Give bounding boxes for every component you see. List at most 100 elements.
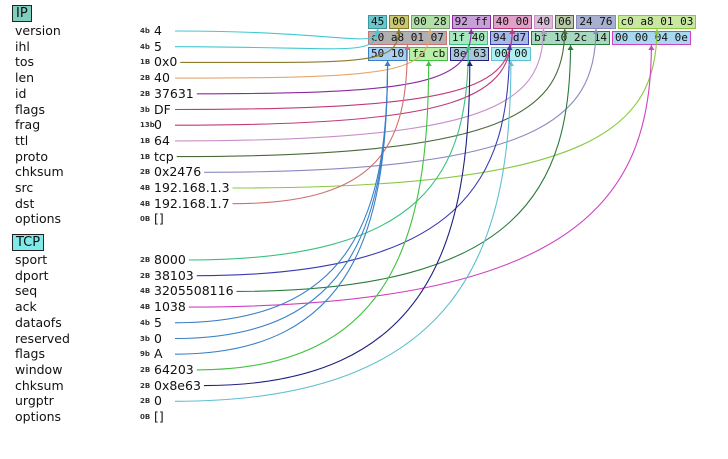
hex-byte-group[interactable]: c0 a8 01 03 xyxy=(617,15,697,29)
field-value: 4 xyxy=(154,23,162,38)
field-value: 64203 xyxy=(154,361,194,377)
field-name: proto xyxy=(15,148,48,164)
field-size: 1B xyxy=(140,152,151,161)
hex-byte-group[interactable]: 40 00 xyxy=(492,15,532,29)
field-name: seq xyxy=(15,283,38,299)
link-arrow-icon xyxy=(507,61,514,66)
field-value: 8000 xyxy=(154,252,186,267)
field-name: chksum xyxy=(15,164,64,180)
field-name: version xyxy=(15,23,61,38)
field-name: options xyxy=(15,409,62,424)
field-name: ack xyxy=(15,299,37,315)
field-size: 3b xyxy=(140,334,150,343)
link-arrow-icon xyxy=(427,29,434,34)
hex-byte-group[interactable]: 06 xyxy=(555,15,575,29)
field-link-line xyxy=(236,44,572,292)
field-value: 40 xyxy=(154,70,170,86)
field-link-line xyxy=(203,60,471,387)
field-link-line xyxy=(174,28,431,79)
field-name: ttl xyxy=(15,132,29,148)
field-name: chksum xyxy=(15,377,64,393)
field-name: flags xyxy=(15,346,45,362)
hex-byte-group[interactable]: c0 a8 01 07 xyxy=(368,31,447,45)
field-size: 4B xyxy=(140,184,151,192)
field-value: 5 xyxy=(154,38,162,54)
field-value: 64 xyxy=(154,132,170,148)
field-name: src xyxy=(15,180,34,195)
field-name: options xyxy=(15,211,62,227)
hex-byte-group[interactable]: 50 10 xyxy=(368,47,408,61)
hex-byte-group[interactable]: 94 d7 xyxy=(489,31,530,45)
field-name: frag xyxy=(15,117,41,133)
link-arrow-icon xyxy=(540,29,547,34)
field-size: 4b xyxy=(140,42,150,51)
field-link-line xyxy=(196,44,511,277)
link-arrow-icon xyxy=(404,45,411,50)
field-value: 0 xyxy=(154,117,162,133)
link-arrow-icon xyxy=(567,45,574,50)
field-size: 2B xyxy=(140,89,151,98)
field-value: tcp xyxy=(154,148,174,164)
hex-byte-group[interactable]: 1f 40 xyxy=(448,31,488,45)
field-size: 0B xyxy=(140,215,151,224)
field-value: 0x0 xyxy=(154,54,178,70)
field-link-line xyxy=(232,28,658,189)
link-arrow-icon xyxy=(561,29,568,34)
field-value: 38103 xyxy=(154,267,194,283)
link-arrow-icon xyxy=(374,29,381,34)
hex-byte-group[interactable]: 00 00 04 0e xyxy=(611,31,691,45)
hex-byte-group[interactable]: bf 10 2c 14 xyxy=(531,31,610,45)
hex-byte-group[interactable]: 40 xyxy=(533,15,554,29)
field-value: 37631 xyxy=(154,85,194,101)
field-link-line xyxy=(188,44,469,261)
field-size: 2B xyxy=(140,365,151,374)
field-value: [] xyxy=(154,409,164,424)
hex-byte-group[interactable]: 00 xyxy=(389,15,409,29)
hex-byte-group[interactable]: 92 ff xyxy=(451,15,491,29)
section-title-0: IP xyxy=(12,5,32,22)
hex-byte-group[interactable]: 00 28 xyxy=(410,15,450,29)
hex-byte-group[interactable]: 24 76 xyxy=(576,15,616,29)
field-link-line xyxy=(174,60,512,402)
field-size: 2B xyxy=(140,74,151,83)
field-name: ihl xyxy=(15,38,30,54)
field-value: A xyxy=(154,346,163,362)
field-link-line xyxy=(174,28,545,142)
field-value: 192.168.1.7 xyxy=(154,195,230,211)
link-arrow-icon xyxy=(648,45,655,50)
field-name: len xyxy=(15,70,35,86)
field-size: 1B xyxy=(140,58,151,67)
field-link-line xyxy=(188,44,652,308)
link-arrow-icon xyxy=(466,61,473,66)
hex-byte-group[interactable]: 8e 63 xyxy=(450,47,490,61)
field-name: window xyxy=(15,361,63,377)
field-value: 192.168.1.3 xyxy=(154,180,230,195)
field-name: dst xyxy=(15,195,35,211)
section-title-1: TCP xyxy=(12,234,45,251)
field-value: 0x8e63 xyxy=(154,377,201,393)
field-value: 5 xyxy=(154,314,162,330)
link-arrow-icon xyxy=(653,29,660,34)
field-size: 13b xyxy=(140,121,155,130)
field-name: tos xyxy=(15,54,35,70)
field-value: 3205508116 xyxy=(154,283,234,299)
hex-byte-group[interactable]: 45 xyxy=(368,15,388,29)
